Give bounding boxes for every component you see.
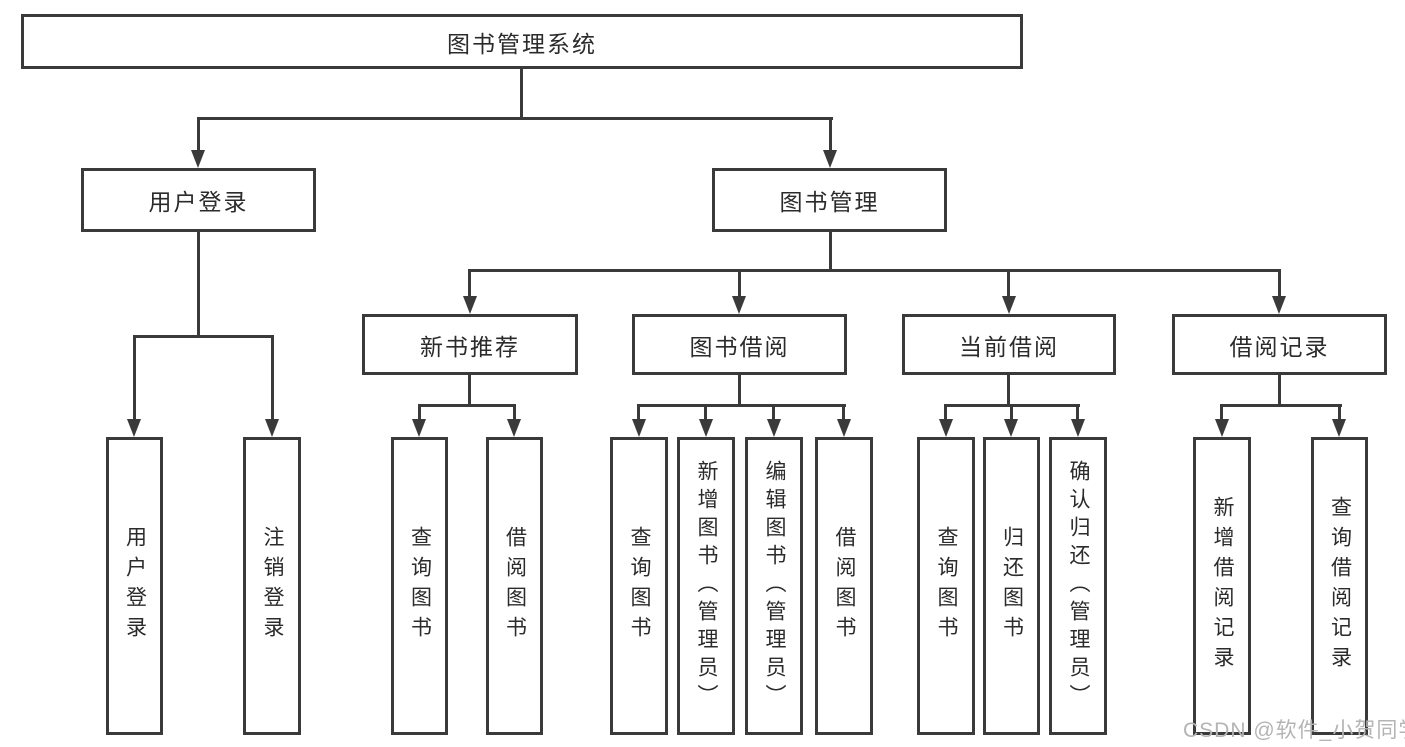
arrow-down-icon <box>265 419 279 437</box>
connector <box>637 404 640 422</box>
arrow-down-icon <box>767 419 781 437</box>
arrow-down-icon <box>632 419 646 437</box>
arrow-down-icon <box>127 419 141 437</box>
csdn-watermark: CSDN @软件_小贺同学 <box>1183 719 1405 742</box>
leaf-query-borrow-record: 查询借阅记录 <box>1311 437 1368 735</box>
connector <box>520 69 523 119</box>
node-label: 确认归还（管理员） <box>1067 460 1090 712</box>
arrow-down-icon <box>1215 419 1229 437</box>
leaf-borrow-books-recommend: 借阅图书 <box>486 437 543 735</box>
node-label: 新增图书（管理员） <box>695 460 718 712</box>
connector <box>1007 269 1010 299</box>
leaf-add-borrow-record: 新增借阅记录 <box>1193 437 1251 735</box>
connector <box>1007 375 1010 406</box>
node-label: 归还图书 <box>1000 526 1024 646</box>
connector <box>829 117 832 153</box>
connector <box>1220 404 1223 422</box>
node-label: 借阅图书 <box>833 526 856 646</box>
arrow-down-icon <box>463 296 477 314</box>
arrow-down-icon <box>412 419 426 437</box>
node-label: 图书借阅 <box>689 333 790 360</box>
leaf-return-books: 归还图书 <box>983 437 1040 735</box>
node-book-management: 图书管理 <box>712 168 947 232</box>
arrow-down-icon <box>1002 296 1016 314</box>
node-new-book-recommend: 新书推荐 <box>362 314 578 375</box>
connector <box>468 269 471 299</box>
connector <box>772 404 775 422</box>
connector <box>637 404 846 407</box>
node-borrowing-records: 借阅记录 <box>1172 314 1387 375</box>
leaf-add-books-admin: 新增图书（管理员） <box>677 437 735 735</box>
leaf-borrow-books-borrowing: 借阅图书 <box>815 437 873 735</box>
leaf-logout: 注销登录 <box>243 437 301 735</box>
arrow-down-icon <box>837 419 851 437</box>
leaf-confirm-return-admin: 确认归还（管理员） <box>1049 437 1107 735</box>
connector <box>738 269 741 299</box>
connector <box>271 335 274 421</box>
node-label: 编辑图书（管理员） <box>763 460 786 712</box>
connector <box>469 269 1281 272</box>
leaf-query-books-recommend: 查询图书 <box>391 437 448 735</box>
node-label: 查询图书 <box>628 526 651 646</box>
connector <box>133 335 136 421</box>
node-label: 新增借阅记录 <box>1211 496 1234 676</box>
node-label: 用户登录 <box>148 189 249 215</box>
node-label: 注销登录 <box>261 526 284 646</box>
connector <box>1076 404 1079 422</box>
arrow-down-icon <box>507 419 521 437</box>
leaf-query-books-borrowing: 查询图书 <box>610 437 668 735</box>
leaf-user-login: 用户登录 <box>106 437 163 735</box>
node-library-management-system: 图书管理系统 <box>21 14 1023 69</box>
connector <box>133 335 274 338</box>
node-label: 当前借阅 <box>959 333 1059 360</box>
node-book-borrowing: 图书借阅 <box>632 314 847 375</box>
arrow-down-icon <box>1004 419 1018 437</box>
node-label: 用户登录 <box>123 526 147 646</box>
leaf-query-books-current: 查询图书 <box>917 437 975 735</box>
node-label: 图书管理 <box>779 189 880 215</box>
connector <box>842 404 845 422</box>
arrow-down-icon <box>939 419 953 437</box>
arrow-down-icon <box>1071 419 1085 437</box>
connector <box>513 404 516 422</box>
connector <box>468 375 471 406</box>
connector <box>1338 404 1341 422</box>
connector <box>418 404 421 422</box>
connector <box>197 232 200 338</box>
node-label: 查询图书 <box>935 526 958 646</box>
connector <box>197 117 833 120</box>
connector <box>1278 375 1281 406</box>
connector <box>944 404 947 422</box>
node-label: 图书管理系统 <box>447 30 597 57</box>
node-label: 借阅记录 <box>1229 333 1330 360</box>
arrow-down-icon <box>191 150 205 168</box>
connector <box>704 404 707 422</box>
node-label: 查询借阅记录 <box>1328 496 1352 676</box>
connector <box>1010 404 1013 422</box>
connector <box>1278 269 1281 299</box>
connector <box>829 232 832 271</box>
arrow-down-icon <box>732 296 746 314</box>
node-label: 查询图书 <box>408 526 432 646</box>
node-label: 新书推荐 <box>420 333 520 360</box>
connector <box>738 375 741 406</box>
arrow-down-icon <box>823 150 837 168</box>
arrow-down-icon <box>1332 419 1346 437</box>
node-label: 借阅图书 <box>503 526 527 646</box>
connector <box>1220 404 1342 407</box>
arrow-down-icon <box>699 419 713 437</box>
node-user-login: 用户登录 <box>81 168 316 232</box>
arrow-down-icon <box>1272 296 1286 314</box>
connector <box>197 117 200 153</box>
connector <box>418 404 516 407</box>
node-current-borrowing: 当前借阅 <box>902 314 1116 375</box>
leaf-edit-books-admin: 编辑图书（管理员） <box>745 437 803 735</box>
